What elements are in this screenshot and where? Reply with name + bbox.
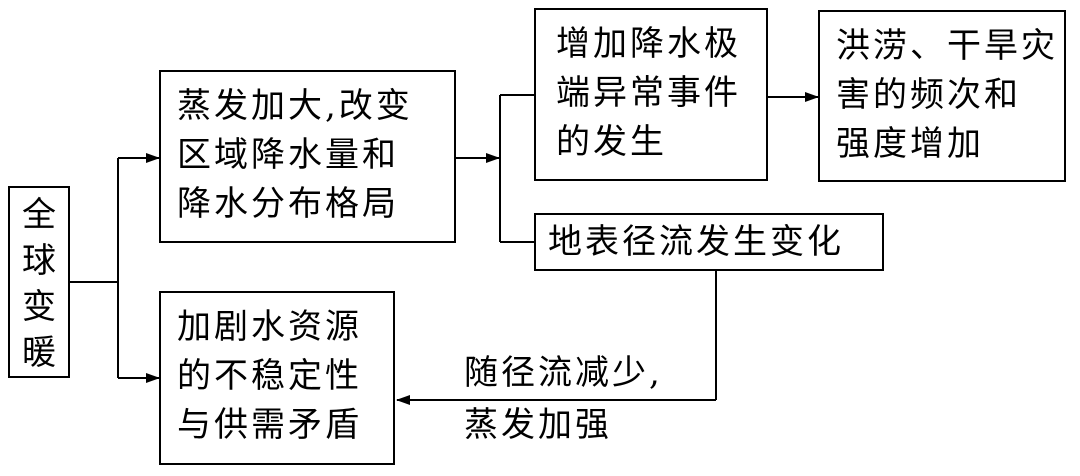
water-resources-text: 加剧水资源 的不稳定性 与供需矛盾 [177, 307, 362, 445]
global-warming-text: 全 球 变 暖 [22, 195, 56, 373]
evaporation-text: 蒸发加大,改变 区域降水量和 降水分布格局 [177, 86, 413, 224]
runoff-change-text: 地表径流发生变化 [548, 222, 844, 262]
runoff-change-box: 地表径流发生变化 [534, 213, 884, 271]
water-resources-box: 加剧水资源 的不稳定性 与供需矛盾 [159, 291, 395, 465]
flood-drought-box: 洪涝、干旱灾 害的频次和 强度增加 [818, 10, 1066, 182]
global-warming-box: 全 球 变 暖 [8, 186, 70, 378]
extreme-events-text: 增加降水极 端异常事件 的发生 [556, 24, 741, 162]
evaporation-box: 蒸发加大,改变 区域降水量和 降水分布格局 [159, 70, 456, 243]
extreme-events-box: 增加降水极 端异常事件 的发生 [534, 8, 768, 181]
runoff-to-water-label: 随径流减少, 蒸发加强 [464, 353, 663, 445]
flood-drought-text: 洪涝、干旱灾 害的频次和 强度增加 [836, 26, 1058, 164]
